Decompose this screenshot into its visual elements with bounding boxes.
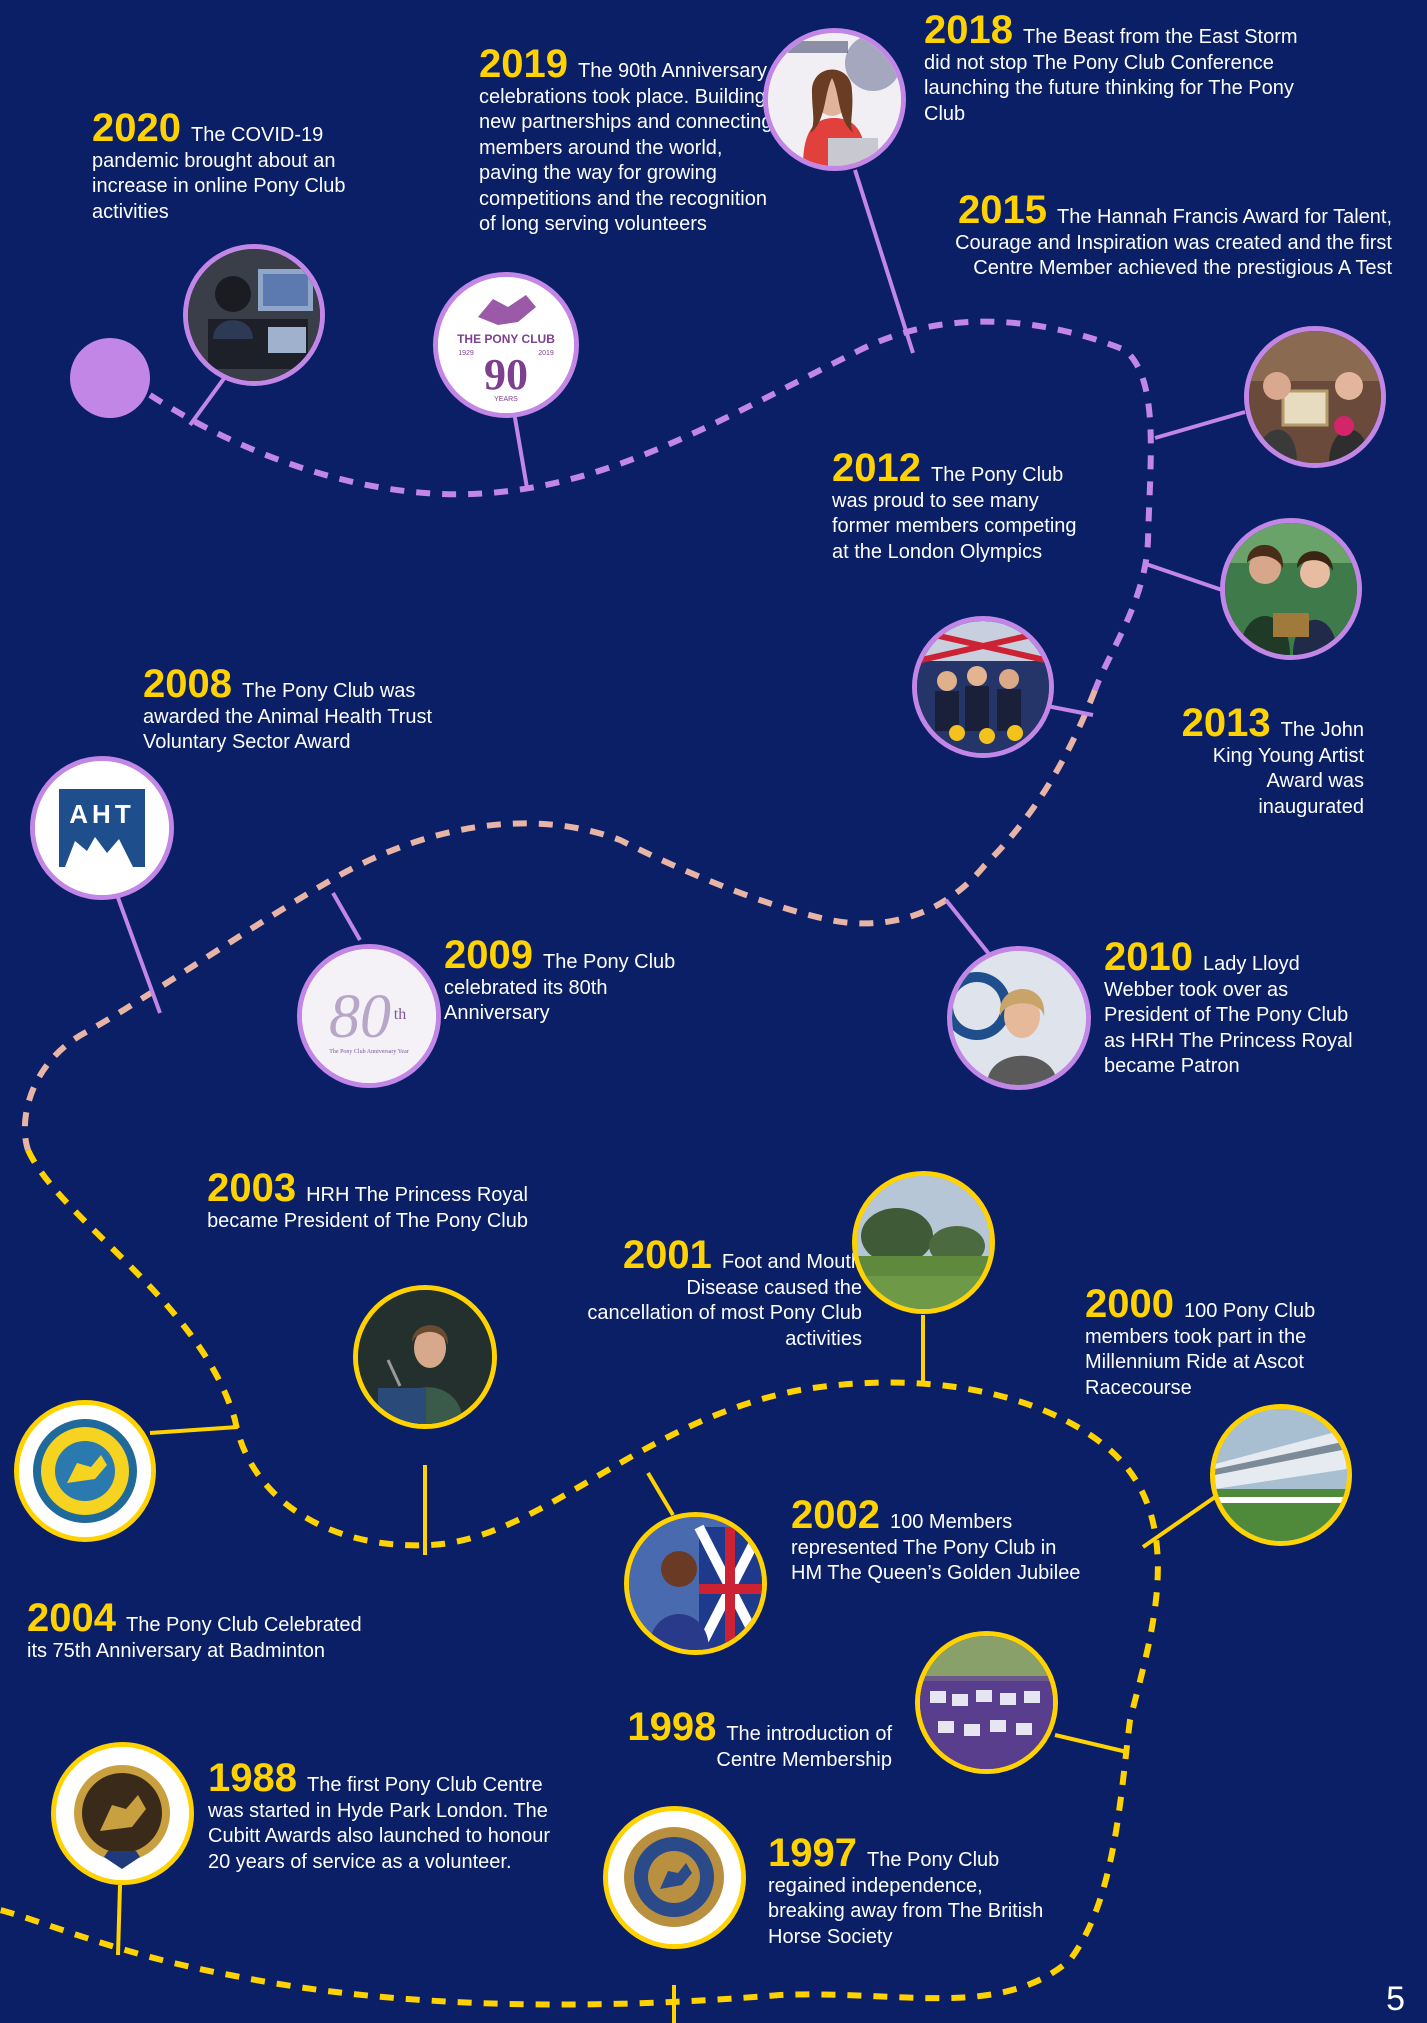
photo-2020-online-activity	[183, 244, 325, 386]
logo-90-from: 1929	[458, 350, 474, 357]
event-text: The COVID-19 pandemic brought about an i…	[92, 124, 346, 223]
event-year: 2002	[791, 1493, 880, 1537]
event-text: The Pony Club regained independence, bre…	[768, 1849, 1044, 1948]
photo-2000-ascot-racecourse	[1210, 1404, 1352, 1546]
event-text: The Pony Club celebrated its 80th Annive…	[444, 951, 676, 1024]
page-number: 5	[1386, 1980, 1405, 2018]
event-text: The Beast from the East Storm did not st…	[924, 26, 1298, 125]
event-year: 1988	[208, 1756, 297, 1800]
event-year: 2004	[27, 1596, 116, 1640]
photo-2013-young-artist	[1220, 518, 1362, 660]
timeline-start-dot	[70, 338, 150, 418]
photo-2012-olympics	[912, 616, 1054, 758]
logo-80th-anniversary: 80 th The Pony Club Anniversary Year	[297, 944, 441, 1088]
event-year: 2020	[92, 106, 181, 150]
aht-logo-text: AHT	[69, 799, 134, 829]
logo-90-number: 90	[484, 350, 528, 399]
logo-80-number: 80	[329, 983, 391, 1051]
timeline-path-peach	[21, 688, 1098, 1151]
event-year: 2015	[958, 188, 1047, 232]
event-year: 2000	[1085, 1282, 1174, 1326]
event-year: 2018	[924, 8, 1013, 52]
event-text: 100 Members represented The Pony Club in…	[791, 1511, 1081, 1584]
badge-75th-anniversary	[14, 1400, 156, 1542]
event-text: The first Pony Club Centre was started i…	[208, 1774, 551, 1873]
event-text: The John King Young Artist Award was ina…	[1212, 719, 1364, 818]
logo-80-caption: The Pony Club Anniversary Year	[329, 1049, 409, 1055]
photo-2002-golden-jubilee	[624, 1512, 767, 1655]
logo-80-suffix: th	[394, 1006, 406, 1023]
photo-2003-princess-royal	[353, 1285, 497, 1429]
photo-2018-conference-speaker	[763, 28, 906, 171]
event-year: 2013	[1181, 701, 1271, 745]
event-year: 1997	[768, 1831, 857, 1875]
photo-2015-award	[1244, 326, 1386, 468]
logo-90-years: THE PONY CLUB 1929 2019 90 YEARS	[433, 272, 579, 418]
event-text: HRH The Princess Royal became President …	[207, 1184, 528, 1232]
timeline-path-purple	[148, 318, 1154, 692]
event-text: The 90th Anniversary celebrations took p…	[479, 60, 773, 235]
photo-1998-centre-members	[915, 1631, 1058, 1774]
event-year: 2009	[444, 933, 533, 977]
photo-2010-lady-lloyd-webber	[947, 946, 1091, 1090]
event-year: 2019	[479, 42, 568, 86]
event-text: The Pony Club was awarded the Animal Hea…	[143, 680, 433, 753]
event-year: 2012	[832, 446, 921, 490]
event-text: Foot and Mouth Disease caused the cancel…	[587, 1251, 862, 1350]
event-text: The Pony Club was proud to see many form…	[832, 464, 1077, 563]
badge-1988-centre	[51, 1742, 194, 1885]
event-text: The introduction of Centre Membership	[716, 1723, 892, 1771]
event-year: 2008	[143, 662, 232, 706]
event-year: 2003	[207, 1166, 297, 1210]
logo-90-top-text: THE PONY CLUB	[457, 332, 555, 346]
logo-animal-health-trust: AHT	[30, 756, 174, 900]
event-text: The Hannah Francis Award for Talent, Cou…	[955, 206, 1392, 279]
event-year: 2010	[1104, 935, 1193, 979]
event-text: Lady Lloyd Webber took over as President…	[1104, 953, 1353, 1077]
badge-1997-independence	[603, 1806, 746, 1949]
event-year: 2001	[622, 1233, 712, 1277]
logo-90-to: 2019	[538, 350, 554, 357]
event-year: 1998	[627, 1705, 717, 1749]
photo-2001-empty-field	[852, 1171, 995, 1314]
connector-lines	[115, 169, 1246, 2023]
event-text: 100 Pony Club members took part in the M…	[1085, 1300, 1316, 1399]
logo-90-years: YEARS	[494, 396, 518, 403]
event-text: The Pony Club Celebrated its 75th Annive…	[27, 1614, 362, 1662]
